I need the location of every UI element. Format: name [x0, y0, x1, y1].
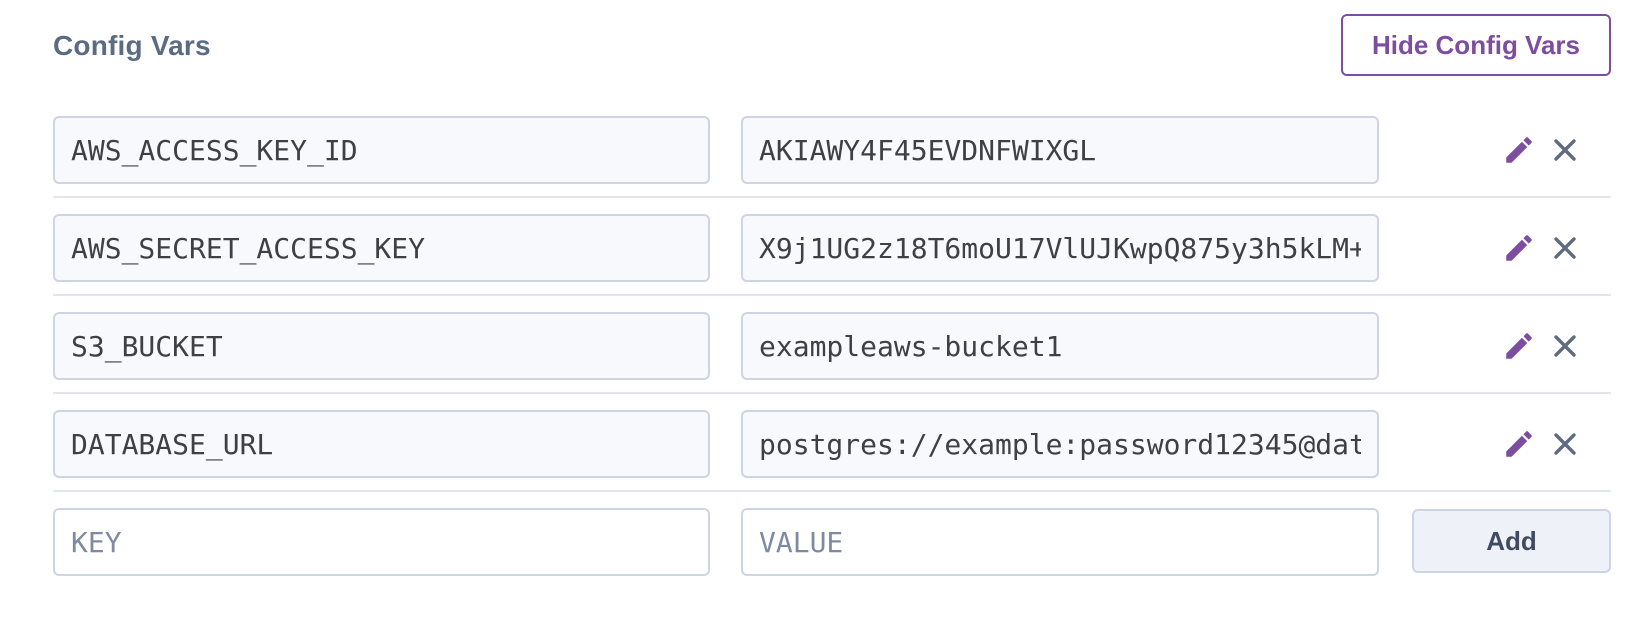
pencil-icon	[1506, 431, 1532, 457]
config-var-value-field[interactable]	[741, 214, 1379, 282]
close-icon	[1554, 335, 1576, 357]
edit-config-var-button[interactable]	[1499, 326, 1539, 366]
new-key-input[interactable]	[53, 508, 710, 576]
new-value-input[interactable]	[741, 508, 1379, 576]
row-divider	[53, 490, 1611, 492]
delete-config-var-button[interactable]	[1545, 228, 1585, 268]
config-var-key-field[interactable]	[53, 116, 710, 184]
config-var-row	[53, 214, 1611, 282]
config-var-row	[53, 410, 1611, 478]
config-var-key-field[interactable]	[53, 214, 710, 282]
pencil-icon	[1506, 235, 1532, 261]
close-icon	[1554, 433, 1576, 455]
config-vars-title: Config Vars	[53, 30, 211, 61]
close-icon	[1554, 139, 1576, 161]
add-config-var-button[interactable]: Add	[1412, 509, 1611, 573]
config-var-key-field[interactable]	[53, 312, 710, 380]
row-divider	[53, 392, 1611, 394]
row-divider	[53, 196, 1611, 198]
pencil-icon	[1506, 137, 1532, 163]
edit-config-var-button[interactable]	[1499, 424, 1539, 464]
edit-config-var-button[interactable]	[1499, 228, 1539, 268]
config-var-row	[53, 312, 1611, 380]
delete-config-var-button[interactable]	[1545, 130, 1585, 170]
config-var-value-field[interactable]	[741, 410, 1379, 478]
edit-config-var-button[interactable]	[1499, 130, 1539, 170]
config-var-value-field[interactable]	[741, 116, 1379, 184]
row-divider	[53, 294, 1611, 296]
hide-config-vars-button[interactable]: Hide Config Vars	[1341, 14, 1611, 76]
config-var-key-field[interactable]	[53, 410, 710, 478]
config-var-value-field[interactable]	[741, 312, 1379, 380]
new-config-var-row: Add	[53, 508, 1611, 576]
config-var-row	[53, 116, 1611, 184]
close-icon	[1554, 237, 1576, 259]
delete-config-var-button[interactable]	[1545, 424, 1585, 464]
delete-config-var-button[interactable]	[1545, 326, 1585, 366]
pencil-icon	[1506, 333, 1532, 359]
